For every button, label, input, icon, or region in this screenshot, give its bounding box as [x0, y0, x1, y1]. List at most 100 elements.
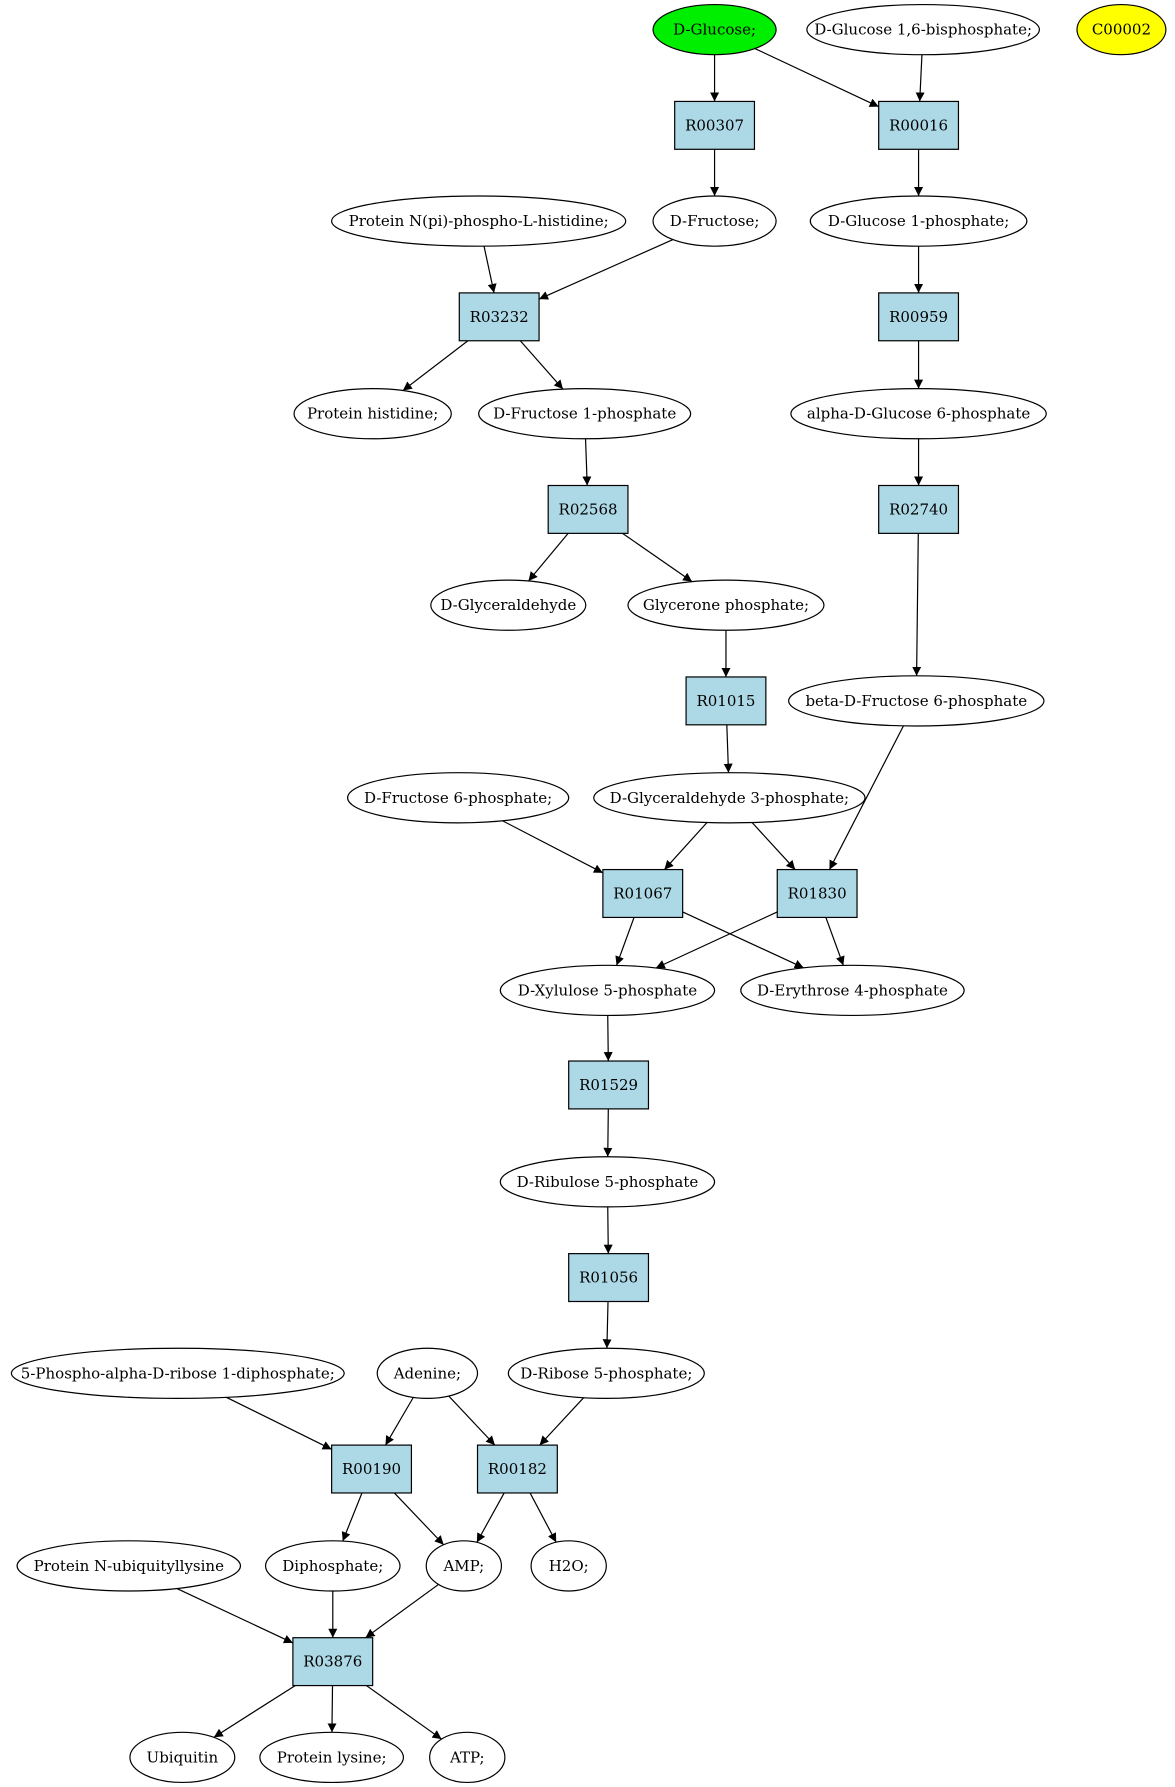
dglucose-shape — [652, 3, 777, 56]
dglucose16bp-label: D-Glucose 1,6-bisphosphate; — [814, 21, 1032, 39]
r01015-shape — [685, 676, 767, 726]
edge-r01067-to-derythrose4p — [682, 911, 804, 969]
reaction-node-r00307: R00307 — [674, 100, 756, 150]
r03232-shape — [458, 292, 540, 342]
compound-node-dfructose: D-Fructose; — [652, 195, 777, 247]
r01529-shape — [568, 1060, 650, 1110]
compound-node-c00002: C00002 — [1076, 3, 1167, 56]
r00016-shape — [878, 100, 960, 150]
edge-dribulose5p-to-r01056 — [603, 1206, 613, 1254]
r03232-label: R03232 — [470, 308, 529, 326]
r00307-label: R00307 — [685, 116, 744, 134]
compound-node-adenine: Adenine; — [376, 1347, 479, 1399]
r02568-shape — [547, 484, 629, 534]
edge-prpp-to-r00190 — [226, 1396, 332, 1450]
compound-node-h2o: H2O; — [530, 1540, 607, 1592]
edge-r01830-to-dxylulose5p — [655, 911, 778, 969]
dfructose1p-shape — [478, 388, 692, 440]
r03876-label: R03876 — [303, 1653, 362, 1671]
glyceroneP-shape — [627, 579, 825, 631]
compound-node-dga3p: D-Glyceraldehyde 3-phosphate; — [593, 772, 866, 824]
dxylulose5p-label: D-Xylulose 5-phosphate — [518, 981, 697, 999]
diphosphate-label: Diphosphate; — [282, 1557, 383, 1575]
r01056-label: R01056 — [579, 1269, 638, 1287]
dfructose6p-label: D-Fructose 6-phosphate; — [364, 789, 552, 807]
edge-layer — [176, 48, 925, 1740]
prothis-label: Protein histidine; — [307, 405, 438, 423]
edge-dga3p-to-r01067 — [663, 822, 708, 870]
r01830-shape — [776, 868, 858, 919]
reaction-node-r00182: R00182 — [476, 1444, 558, 1494]
prothis-shape — [293, 388, 452, 440]
dfructose-label: D-Fructose; — [670, 212, 760, 230]
compound-node-derythrose4p: D-Erythrose 4-phosphate — [740, 964, 965, 1017]
compound-node-amp: AMP; — [425, 1540, 503, 1592]
edge-protnpi-to-r03232 — [483, 246, 497, 294]
edge-amp-to-r03876 — [365, 1583, 439, 1639]
protlys-shape — [259, 1731, 405, 1784]
reaction-node-r01056: R01056 — [568, 1253, 650, 1303]
edge-r03232-to-dfructose1p — [519, 340, 564, 390]
r00190-label: R00190 — [342, 1460, 401, 1478]
dribulose5p-label: D-Ribulose 5-phosphate — [517, 1173, 699, 1191]
protnpi-shape — [331, 195, 627, 247]
reaction-node-r03232: R03232 — [458, 292, 540, 342]
edge-r01830-to-derythrose4p — [825, 917, 845, 966]
prpp-shape — [10, 1347, 345, 1399]
r01015-label: R01015 — [696, 692, 755, 710]
amp-shape — [425, 1540, 503, 1592]
dfructose6p-shape — [346, 772, 570, 824]
r00190-shape — [331, 1444, 413, 1494]
edge-r03876-to-protlys — [327, 1685, 337, 1733]
edge-protubiq-to-r03876 — [176, 1587, 294, 1644]
dglyceraldehyde-label: D-Glyceraldehyde — [440, 596, 576, 614]
compound-node-atp: ATP; — [429, 1731, 506, 1784]
edge-dglucose-to-r00016 — [754, 48, 879, 108]
edge-r00182-to-amp — [476, 1492, 505, 1543]
dribulose5p-shape — [499, 1156, 716, 1208]
h2o-label: H2O; — [549, 1557, 589, 1575]
adenine-label: Adenine; — [393, 1364, 461, 1382]
edge-r01015-to-dga3p — [723, 724, 733, 773]
compound-node-prpp: 5-Phospho-alpha-D-ribose 1-diphosphate; — [10, 1347, 345, 1399]
protlys-label: Protein lysine; — [277, 1748, 387, 1766]
compound-node-dfructose1p: D-Fructose 1-phosphate — [478, 388, 692, 440]
edge-r02568-to-glyceroneP — [622, 532, 693, 583]
edge-r02568-to-dglyceraldehyde — [528, 532, 569, 582]
dxylulose5p-shape — [499, 964, 716, 1017]
edge-r02740-to-bdfructose6p — [912, 533, 922, 676]
r01056-shape — [568, 1253, 650, 1303]
compound-node-dglucose16bp: D-Glucose 1,6-bisphosphate; — [806, 3, 1040, 56]
r03876-shape — [292, 1637, 374, 1687]
reaction-node-r01830: R01830 — [776, 868, 858, 919]
edge-r03232-to-prothis — [402, 340, 469, 392]
reaction-node-r02568: R02568 — [547, 484, 629, 534]
prpp-label: 5-Phospho-alpha-D-ribose 1-diphosphate; — [21, 1364, 335, 1382]
amp-label: AMP; — [442, 1557, 484, 1575]
r01529-label: R01529 — [579, 1076, 638, 1094]
dglucose1p-label: D-Glucose 1-phosphate; — [828, 212, 1009, 230]
compound-node-dglyceraldehyde: D-Glyceraldehyde — [430, 579, 587, 631]
dga3p-shape — [593, 772, 866, 824]
protnpi-label: Protein N(pi)-phospho-L-histidine; — [349, 212, 609, 230]
edge-dxylulose5p-to-r01529 — [603, 1015, 613, 1062]
edge-r00182-to-h2o — [529, 1492, 557, 1543]
edge-r03876-to-atp — [366, 1685, 442, 1740]
reaction-node-r00959: R00959 — [878, 292, 960, 342]
compound-node-dglucose: D-Glucose; — [652, 3, 777, 56]
r01830-label: R01830 — [788, 885, 847, 903]
diphosphate-shape — [264, 1540, 401, 1592]
r02568-label: R02568 — [559, 500, 618, 518]
ubiquitin-label: Ubiquitin — [147, 1748, 219, 1766]
edge-dfructose1p-to-r02568 — [582, 438, 592, 486]
node-layer: D-Glucose; D-Glucose 1,6-bisphosphate; C00… — [10, 3, 1167, 1784]
glyceroneP-label: Glycerone phosphate; — [643, 596, 809, 614]
r01067-label: R01067 — [613, 885, 672, 903]
protubiq-shape — [16, 1540, 242, 1592]
edge-r00190-to-amp — [393, 1492, 445, 1546]
reaction-node-r01067: R01067 — [602, 868, 684, 919]
edge-adenine-to-r00190 — [384, 1397, 414, 1446]
dribose5p-shape — [507, 1347, 705, 1399]
dfructose-shape — [652, 195, 777, 247]
